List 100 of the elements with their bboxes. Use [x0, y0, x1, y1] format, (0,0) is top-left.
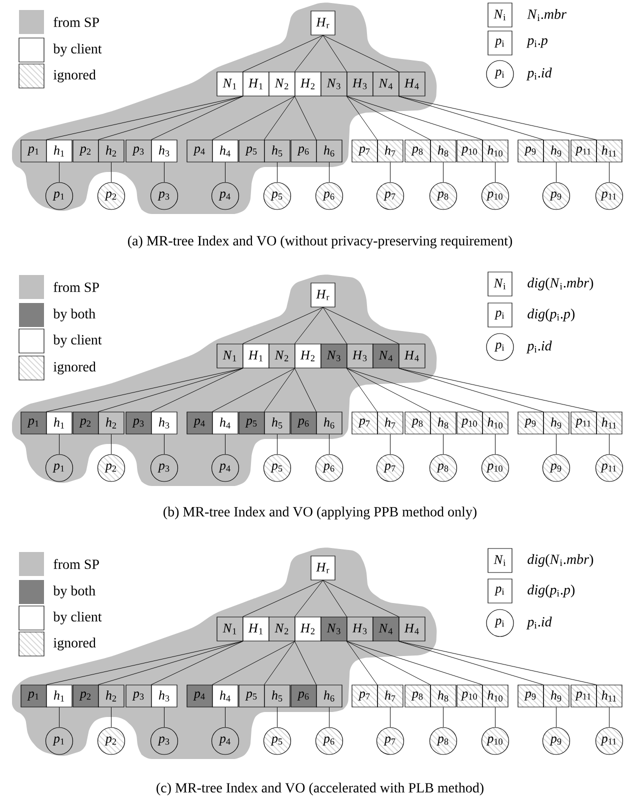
root-hash-box: H$_{r}$: [310, 556, 336, 580]
tree-line: [346, 96, 482, 140]
tree-line: [294, 641, 316, 685]
tree-line: [277, 707, 278, 728]
legend-label: ignored: [54, 70, 96, 82]
root-hash-box: H$_{r}$: [310, 10, 336, 36]
leaf-entry-box: p$_{5}$: [238, 140, 265, 162]
entry-box: H$_{1}$: [242, 616, 270, 642]
entry-box: H$_{4}$: [398, 344, 426, 368]
tree-line: [443, 707, 444, 728]
caption: (c) MR-tree Index and VO (accelerated with PLB method): [156, 782, 484, 796]
tree-line: [398, 96, 544, 140]
tree-line: [294, 368, 316, 412]
tree-line: [150, 641, 243, 685]
description-text: p$_{i}$.id: [526, 68, 552, 80]
tree-line: [98, 368, 243, 412]
entry-box: N$_{4}$: [372, 616, 400, 642]
leaf-entry-box: p$_{11}$: [570, 412, 597, 434]
leaf-entry-box: p$_{10}$: [456, 140, 483, 162]
entry-box: N$_{1}$: [216, 344, 244, 368]
entry-box: H$_{3}$: [346, 616, 374, 642]
tree-line: [609, 707, 610, 728]
leaf-entry-box: h$_{8}$: [430, 140, 456, 162]
legend-label: from SP: [54, 17, 99, 27]
leaf-entry-box: p$_{2}$: [72, 684, 99, 708]
tree-line: [150, 96, 243, 140]
leaf-entry-box: p$_{9}$: [518, 412, 544, 434]
tree-line: [398, 641, 596, 685]
leaf-entry-box: h$_{6}$: [316, 684, 342, 708]
leaf-entry-box: p$_{1}$: [20, 140, 47, 162]
tree-line: [609, 434, 610, 454]
leaf-entry-box: h$_{11}$: [596, 684, 622, 708]
tree-line: [346, 641, 378, 685]
leaf-entry-box: h$_{8}$: [430, 412, 456, 434]
leaf-entry-box: h$_{2}$: [98, 684, 124, 708]
tree-line: [111, 434, 112, 454]
tree-line: [294, 35, 324, 72]
leaf-entry-box: h$_{9}$: [543, 684, 570, 708]
leaf-entry-box: p$_{3}$: [126, 412, 152, 434]
tree-line: [346, 641, 430, 685]
tree-line: [495, 434, 496, 454]
leaf-entry-box: p$_{8}$: [404, 684, 431, 708]
legend-label: ignored: [54, 638, 96, 650]
description-text: dig(N$_{i}$.mbr): [528, 554, 594, 567]
leaf-entry-box: h$_{5}$: [264, 412, 290, 434]
tree-line: [495, 707, 496, 728]
leaf-entry-box: p$_{5}$: [238, 684, 265, 708]
leaf-entry-box: h$_{4}$: [212, 140, 238, 162]
leaf-entry-box: p$_{7}$: [352, 140, 378, 162]
tree-line: [111, 162, 112, 182]
tree-line: [495, 162, 496, 182]
leaf-entry-box: p$_{1}$: [20, 684, 47, 708]
leaf-entry-box: p$_{10}$: [456, 412, 483, 434]
leaf-entry-box: h$_{11}$: [596, 412, 622, 434]
tree-line: [277, 434, 278, 454]
leaf-entry-box: h$_{6}$: [316, 412, 342, 434]
tree-line: [322, 580, 347, 617]
leaf-entry-box: p$_{8}$: [404, 140, 431, 162]
tree-line: [346, 96, 430, 140]
legend-label: ignored: [54, 362, 96, 374]
tree-line: [225, 162, 226, 182]
leaf-entry-box: p$_{9}$: [518, 684, 544, 708]
tree-line: [46, 641, 243, 685]
legend-label: by client: [53, 612, 102, 624]
leaf-entry-box: h$_{5}$: [264, 140, 290, 162]
leaf-entry-box: h$_{2}$: [98, 412, 124, 434]
leaf-entry-box: h$_{4}$: [212, 412, 238, 434]
tree-line: [329, 707, 330, 728]
leaf-entry-box: h$_{3}$: [151, 412, 178, 434]
legend-sample-box: N$_{i}$: [488, 2, 512, 28]
leaf-entry-box: p$_{7}$: [352, 684, 378, 708]
leaf-entry-box: p$_{8}$: [404, 412, 431, 434]
legend-label: by client: [53, 334, 102, 348]
entry-box: N$_{4}$: [372, 344, 400, 368]
legend-label: by both: [53, 308, 96, 322]
leaf-entry-box: h$_{7}$: [377, 140, 404, 162]
tree-line: [212, 96, 295, 140]
leaf-entry-box: p$_{4}$: [186, 684, 213, 708]
leaf-entry-box: p$_{2}$: [72, 412, 99, 434]
tree-line: [264, 368, 295, 412]
description-text: p$_{i}$.p: [526, 38, 548, 48]
tree-line: [225, 707, 226, 728]
leaf-entry-box: h$_{11}$: [596, 140, 622, 162]
tree-line: [111, 707, 112, 728]
leaf-entry-box: p$_{4}$: [186, 140, 213, 162]
root-hash-box: H$_{r}$: [310, 282, 336, 308]
leaf-entry-box: p$_{2}$: [72, 140, 99, 162]
leaf-entry-box: p$_{7}$: [352, 412, 378, 434]
tree-line: [294, 580, 324, 617]
tree-line: [609, 162, 610, 182]
tree-line: [346, 368, 378, 412]
entry-box: H$_{4}$: [398, 616, 426, 642]
leaf-entry-box: p$_{3}$: [126, 684, 152, 708]
tree-line: [264, 641, 295, 685]
entry-box: H$_{2}$: [294, 616, 322, 642]
tree-line: [46, 96, 243, 140]
leaf-entry-box: h$_{6}$: [316, 140, 342, 162]
entry-box: N$_{4}$: [372, 72, 400, 96]
description-text: p$_{i}$.id: [526, 340, 552, 354]
tree-line: [59, 162, 60, 182]
